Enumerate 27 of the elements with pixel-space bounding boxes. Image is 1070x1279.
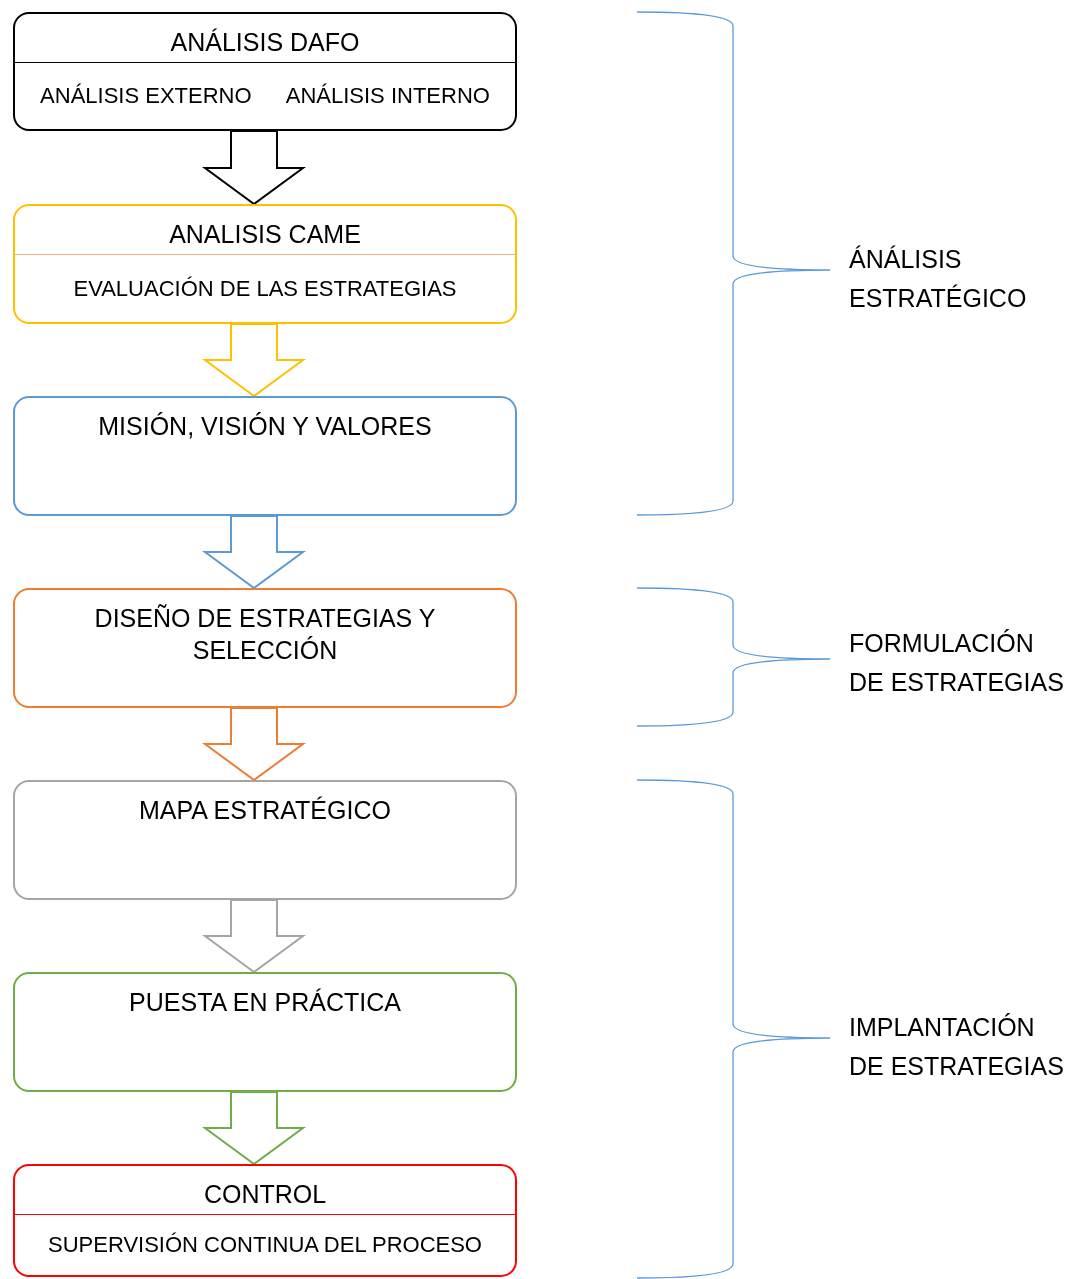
phase-label: IMPLANTACIÓN DE ESTRATEGIAS <box>849 1012 1064 1082</box>
process-box <box>13 780 517 900</box>
box-heading: ANÁLISIS DAFO <box>170 27 360 58</box>
process-box <box>13 204 517 324</box>
process-box <box>13 972 517 1092</box>
phase-label: ÁNÁLISIS ESTRATÉGICO <box>849 244 1028 314</box>
phase-label: FORMULACIÓN DE ESTRATEGIAS <box>849 628 1064 698</box>
box-heading: MAPA ESTRATÉGICO <box>139 795 391 826</box>
box-subtext: EVALUACIÓN DE LAS ESTRATEGIAS <box>73 274 457 303</box>
box-heading: ANALISIS CAME <box>169 219 361 250</box>
process-box <box>13 396 517 516</box>
box-subtext: ANÁLISIS EXTERNO <box>40 82 252 110</box>
box-subtext: ANÁLISIS INTERNO <box>285 82 490 110</box>
box-heading: PUESTA EN PRÁCTICA <box>129 987 401 1018</box>
block-arrow <box>201 130 307 206</box>
process-box <box>13 588 517 708</box>
block-arrow <box>201 323 307 398</box>
box-heading: CONTROL <box>203 1179 327 1210</box>
process-box <box>13 1164 517 1277</box>
process-box <box>13 12 517 131</box>
block-arrow <box>201 707 307 782</box>
box-heading: DISEÑO DE ESTRATEGIAS Y SELECCIÓN <box>93 603 437 666</box>
block-arrow <box>201 1091 307 1166</box>
box-subtext: SUPERVISIÓN CONTINUA DEL PROCESO <box>48 1231 482 1259</box>
box-heading: MISIÓN, VISIÓN Y VALORES <box>98 411 432 442</box>
block-arrow <box>201 515 307 590</box>
block-arrow <box>201 899 307 974</box>
